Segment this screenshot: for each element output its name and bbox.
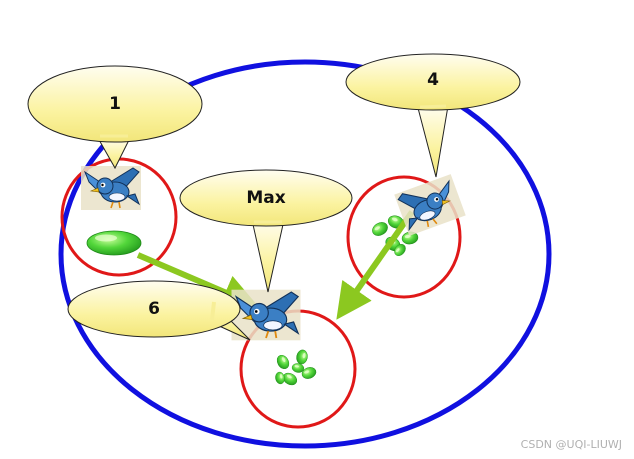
- bubble-bottom-left: 6: [67, 280, 251, 341]
- watermark: CSDN @UQI-LIUWJ: [520, 438, 622, 451]
- bubble-top-right-label: 4: [427, 70, 439, 90]
- bubble-top-right: 4: [345, 53, 521, 178]
- bird-icon: [80, 165, 142, 211]
- bubble-left: 1: [27, 65, 203, 170]
- bean-cluster-bottom-icon: [274, 348, 319, 388]
- bubble-center: Max: [179, 169, 353, 293]
- bubble-center-label: Max: [246, 188, 285, 208]
- arrow-left-to-bottom: [136, 252, 259, 309]
- outer-circle: [58, 59, 552, 449]
- circle-right: [346, 175, 462, 299]
- bubble-left-label: 1: [109, 94, 121, 114]
- arrow-right-to-bottom: [336, 210, 415, 320]
- bean-large-icon: [86, 230, 142, 256]
- bubble-bottom-left-label: 6: [148, 299, 160, 319]
